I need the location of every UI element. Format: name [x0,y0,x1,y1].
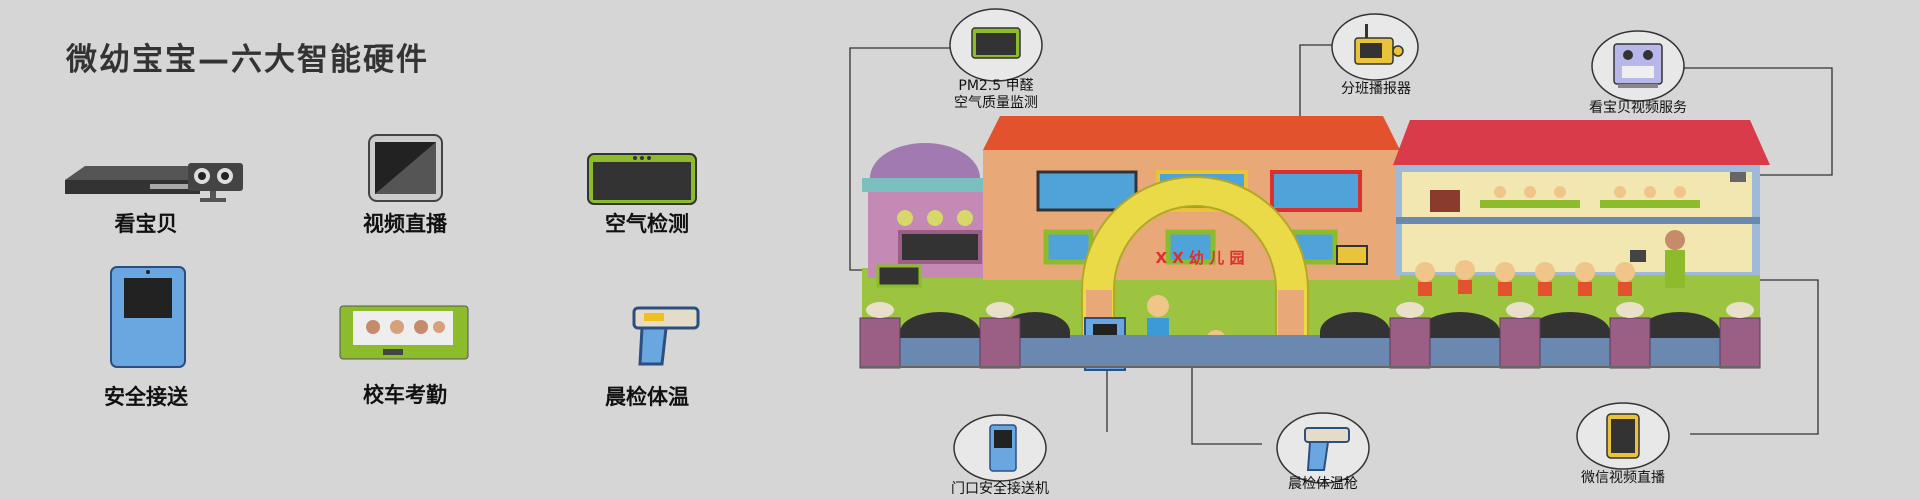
video-service-icon [1613,43,1663,88]
thermometer-gun-icon [1304,427,1350,471]
card-reader-icon [110,266,186,368]
tower-screen [898,230,982,264]
callout-label-broadcaster: 分班播报器 [1341,81,1411,97]
callout-label-video-service: 看宝贝视频服务 [1589,100,1687,116]
air-monitor-icon [876,264,922,288]
school-sign: X X 幼 儿 园 [1155,249,1245,267]
air-monitor-icon [971,27,1021,59]
video-service-icon [1730,172,1746,182]
callout-label-air: PM2.5 甲醛空气质量监测 [954,78,1038,111]
callout-label-wechat-live: 微信视频直播 [1581,470,1665,486]
device-label: 晨检体温 [605,385,689,409]
callout-label-thermometer: 晨检体温枪 [1288,476,1358,492]
smartphone-icon [368,134,443,202]
callout-label-card-reader: 门口安全接送机 [951,481,1049,497]
card-reader-icon [989,424,1017,472]
smartphone-icon [1606,413,1640,459]
device-label: 看宝贝 [114,212,178,236]
class-broadcaster-icon [1354,24,1404,65]
dvr-camera-icon [65,163,243,202]
attendance-screen-icon [339,305,469,360]
device-label: 空气检测 [605,212,689,236]
page-title: 微幼宝宝—六大智能硬件 [66,42,429,78]
air-monitor-icon [587,153,697,205]
thermometer-gun-icon [632,306,700,366]
class-broadcaster-icon [1336,245,1368,265]
device-label: 安全接送 [104,385,188,409]
device-label: 校车考勤 [363,383,447,407]
device-label: 视频直播 [363,212,447,236]
